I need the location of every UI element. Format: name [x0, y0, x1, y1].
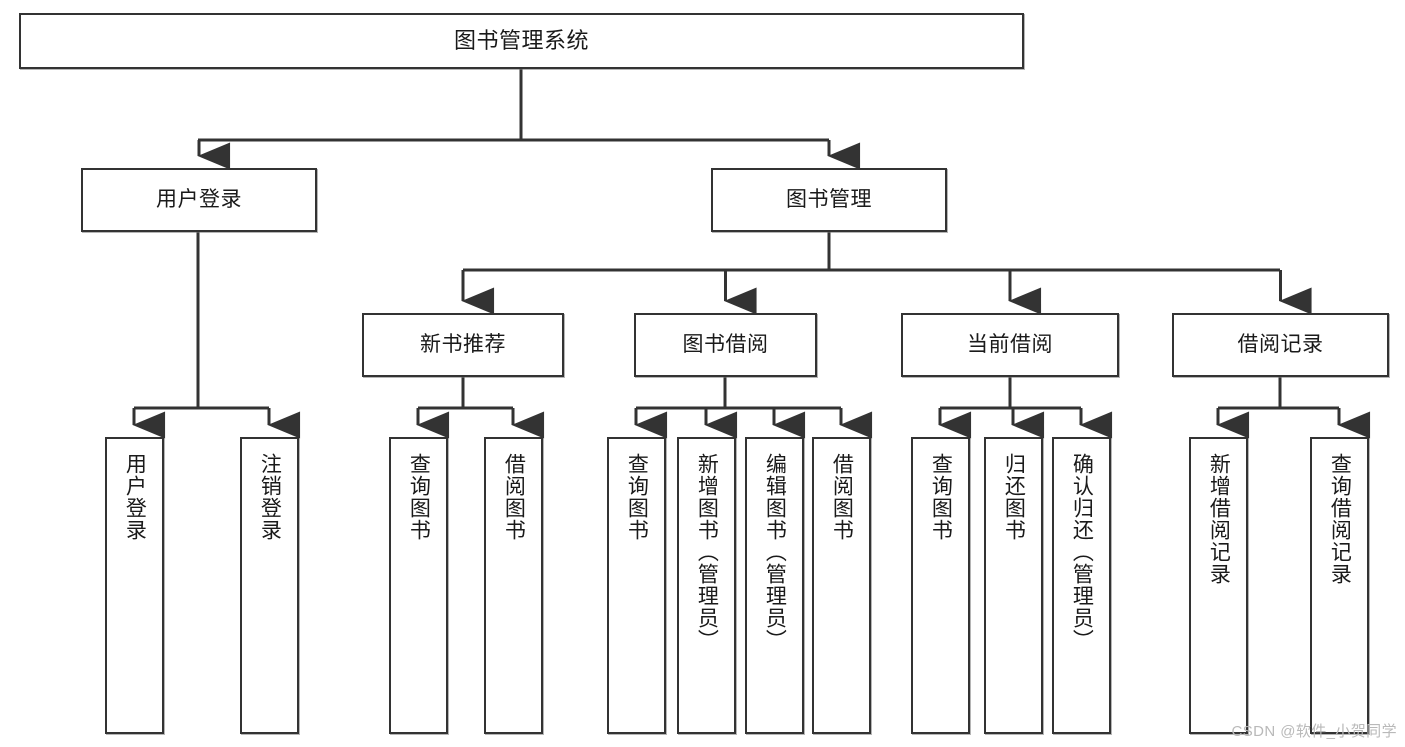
node-level1-2[interactable]: 图书管理	[711, 168, 947, 232]
node-level1-1[interactable]: 用户登录	[81, 168, 317, 232]
node-leaf-1-label: 用户登录	[123, 453, 147, 541]
node-leaf-5[interactable]: 查询图书	[607, 437, 666, 734]
node-leaf-10-label: 归还图书	[1002, 453, 1026, 541]
node-leaf-10[interactable]: 归还图书	[984, 437, 1043, 734]
node-root[interactable]: 图书管理系统	[19, 13, 1024, 69]
node-leaf-4-label: 借阅图书	[502, 453, 526, 541]
node-level1-1-label: 用户登录	[156, 188, 242, 212]
node-level2-4-label: 借阅记录	[1237, 333, 1324, 357]
node-level2-4[interactable]: 借阅记录	[1172, 313, 1389, 377]
node-level2-2[interactable]: 图书借阅	[634, 313, 817, 377]
node-leaf-5-label: 查询图书	[625, 453, 649, 541]
node-leaf-2-label: 注销登录	[258, 453, 282, 541]
node-level2-2-label: 图书借阅	[682, 333, 769, 357]
node-leaf-9[interactable]: 查询图书	[911, 437, 970, 734]
node-level2-1-label: 新书推荐	[420, 333, 506, 357]
node-leaf-9-label: 查询图书	[929, 453, 953, 541]
node-leaf-6[interactable]: 新增图书（管理员）	[677, 437, 736, 734]
node-level1-2-label: 图书管理	[786, 188, 872, 212]
node-leaf-4[interactable]: 借阅图书	[484, 437, 543, 734]
node-leaf-3[interactable]: 查询图书	[389, 437, 448, 734]
node-level2-1[interactable]: 新书推荐	[362, 313, 564, 377]
node-leaf-13-label: 查询借阅记录	[1328, 453, 1352, 585]
node-leaf-2[interactable]: 注销登录	[240, 437, 299, 734]
node-level2-3-label: 当前借阅	[967, 333, 1053, 357]
node-leaf-8[interactable]: 借阅图书	[812, 437, 871, 734]
node-leaf-6-label: 新增图书（管理员）	[695, 453, 719, 651]
node-leaf-11[interactable]: 确认归还（管理员）	[1052, 437, 1111, 734]
node-leaf-3-label: 查询图书	[407, 453, 431, 541]
node-leaf-11-label: 确认归还（管理员）	[1070, 453, 1094, 651]
node-leaf-13[interactable]: 查询借阅记录	[1310, 437, 1369, 734]
node-leaf-7[interactable]: 编辑图书（管理员）	[745, 437, 804, 734]
node-level2-3[interactable]: 当前借阅	[901, 313, 1119, 377]
node-root-label: 图书管理系统	[453, 27, 589, 53]
node-leaf-1[interactable]: 用户登录	[105, 437, 164, 734]
node-leaf-12-label: 新增借阅记录	[1207, 453, 1231, 585]
node-leaf-8-label: 借阅图书	[830, 453, 854, 541]
node-leaf-12[interactable]: 新增借阅记录	[1189, 437, 1248, 734]
node-leaf-7-label: 编辑图书（管理员）	[763, 453, 787, 651]
